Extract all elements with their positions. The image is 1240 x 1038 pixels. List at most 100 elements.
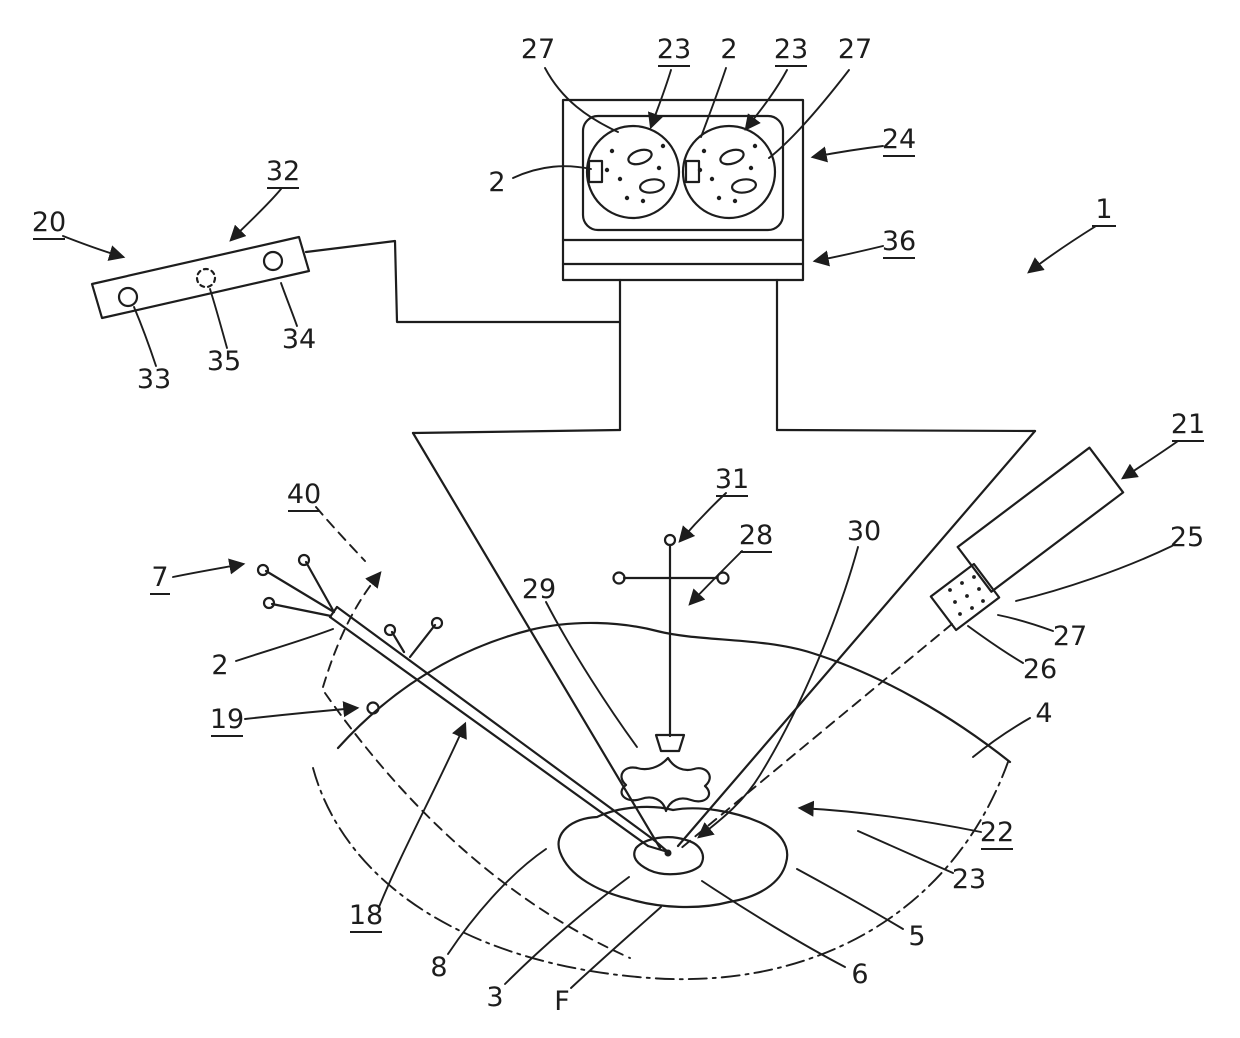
probe-tip — [929, 562, 1001, 632]
label-32: 32 — [266, 156, 300, 187]
frame-right-horizontal — [775, 428, 1037, 433]
leader-3 — [504, 876, 630, 985]
leader-6 — [701, 880, 846, 968]
leader-33 — [133, 306, 157, 367]
label-31: 31 — [715, 464, 749, 495]
lens-right-marker-a — [719, 148, 745, 166]
lens-right-marker-b — [730, 178, 758, 194]
leader-27-top-right — [768, 69, 850, 159]
lens-right — [681, 124, 777, 220]
pivot-cone-dashed — [324, 692, 631, 959]
lens-left-dots — [604, 143, 666, 204]
label-19: 19 — [210, 704, 244, 735]
rod-upper-edge — [335, 605, 656, 842]
label-34: 34 — [282, 324, 316, 355]
leader-8 — [447, 848, 547, 955]
vertebra-body — [633, 836, 704, 876]
camera-field-frame — [304, 239, 1037, 850]
label-18: 18 — [349, 900, 383, 931]
leader-30 — [697, 546, 859, 839]
label-1: 1 — [1095, 194, 1112, 225]
leader-2-pointer — [235, 628, 334, 662]
pointer-sphere-a — [297, 553, 311, 567]
leader-18 — [378, 721, 467, 908]
leader-20 — [62, 235, 126, 261]
frame-left-horizontal — [411, 428, 622, 435]
leader-27-probe — [997, 614, 1054, 632]
pointer-sphere-d — [383, 623, 397, 637]
label-27-probe: 27 — [1053, 621, 1087, 652]
tracker-arms-top — [264, 560, 336, 618]
tool-top-sphere — [663, 533, 677, 547]
pivot-motion-arc — [322, 571, 382, 688]
tracker-sphere-33 — [117, 286, 139, 308]
spinous-process — [620, 756, 711, 813]
leader-27-top-left — [544, 67, 619, 133]
leader-5 — [796, 868, 904, 930]
label-2-pointer: 2 — [211, 650, 228, 681]
leader-2-top — [700, 67, 727, 138]
tracker-arms-mid — [390, 623, 437, 659]
label-28: 28 — [739, 520, 773, 551]
target-point — [664, 849, 672, 857]
leader-24 — [810, 145, 884, 163]
leader-34 — [280, 282, 298, 327]
tracker-sphere-35 — [195, 267, 217, 289]
sightline-left — [411, 431, 662, 850]
label-27-camera-right: 27 — [838, 34, 872, 65]
label-29: 29 — [522, 574, 556, 605]
label-23-camera-left: 23 — [657, 34, 691, 65]
leader-19 — [244, 701, 360, 720]
camera-unit — [561, 98, 805, 282]
label-2-camera-top: 2 — [720, 34, 737, 65]
patient — [312, 621, 1012, 981]
pointer-instrument — [256, 506, 670, 959]
lens-right-notch — [684, 159, 701, 184]
leader-F — [570, 906, 662, 989]
body-skin-outline — [336, 621, 1012, 764]
label-36: 36 — [882, 226, 916, 257]
label-24: 24 — [882, 124, 916, 155]
probe-body — [956, 446, 1125, 593]
reference-tracker — [90, 235, 311, 320]
leader-25 — [1015, 545, 1173, 602]
leader-lines — [62, 67, 1179, 989]
lens-right-dots — [697, 143, 758, 204]
label-8: 8 — [430, 952, 447, 983]
leader-1 — [1027, 225, 1097, 274]
rod-tip — [646, 838, 670, 854]
leader-2-side — [512, 165, 592, 179]
leader-36 — [812, 245, 884, 267]
leader-21 — [1120, 440, 1179, 480]
label-4: 4 — [1035, 698, 1052, 729]
label-30: 30 — [847, 516, 881, 547]
label-23-site: 23 — [952, 864, 986, 895]
leader-29 — [545, 601, 638, 748]
leader-23-site — [857, 830, 954, 874]
tracker-sphere-34 — [262, 250, 284, 272]
lens-panel — [581, 114, 785, 232]
leader-7 — [172, 558, 246, 578]
label-22: 22 — [980, 817, 1014, 848]
label-F: F — [554, 986, 570, 1017]
cable — [304, 239, 621, 324]
rod-lower-edge — [328, 615, 650, 848]
label-21: 21 — [1171, 409, 1205, 440]
label-27-camera-left: 27 — [521, 34, 555, 65]
leader-26 — [967, 625, 1024, 664]
label-25: 25 — [1170, 522, 1204, 553]
leader-23-top-right — [744, 69, 788, 131]
lens-left — [585, 124, 681, 220]
label-20: 20 — [32, 207, 66, 238]
label-33: 33 — [137, 364, 171, 395]
tool-crossbar-sphere-left — [612, 571, 626, 585]
label-23-camera-right: 23 — [774, 34, 808, 65]
lens-left-notch — [587, 159, 604, 184]
labels: 27 23 2 23 27 24 2 36 1 32 20 34 35 33 2… — [32, 34, 1205, 1017]
probe-aim-line — [679, 623, 953, 850]
sightline-right — [676, 429, 1037, 848]
leader-31 — [678, 492, 727, 543]
label-6: 6 — [851, 959, 868, 990]
